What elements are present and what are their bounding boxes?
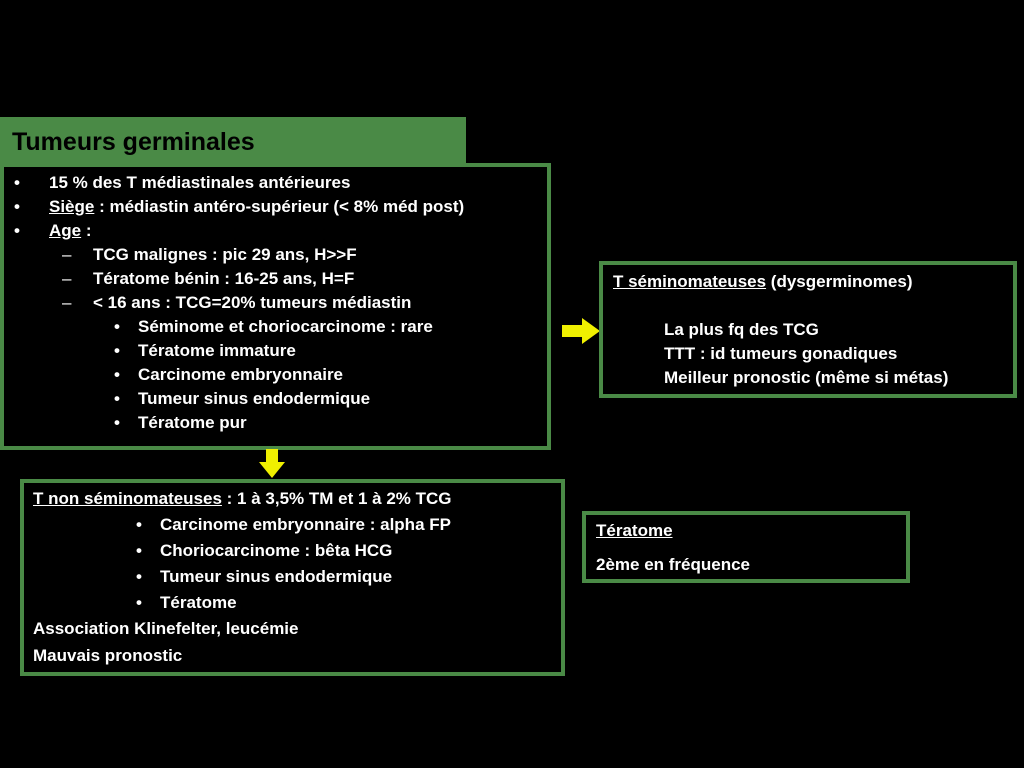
sub-item: TCG malignes : pic 29 ans, H>>F bbox=[93, 245, 357, 264]
bullet-icon: • bbox=[114, 341, 120, 360]
bullet-icon: • bbox=[114, 413, 120, 432]
main-box: • 15 % des T médiastinales antérieures •… bbox=[0, 163, 551, 450]
bullet-icon: • bbox=[136, 541, 142, 560]
subsub-item: Tumeur sinus endodermique bbox=[138, 389, 371, 408]
bullet-icon: • bbox=[114, 365, 120, 384]
seminomateuses-heading: T séminomateuses (dysgerminomes) bbox=[613, 270, 913, 294]
non-seminomateuses-heading: T non séminomateuses : 1 à 3,5% TM et 1 … bbox=[33, 487, 452, 511]
siege-text: : médiastin antéro-supérieur (< 8% méd p… bbox=[94, 197, 465, 216]
arrow-down-icon bbox=[259, 449, 285, 478]
teratome-line: 2ème en fréquence bbox=[596, 555, 751, 574]
seminomateuses-line: La plus fq des TCG bbox=[664, 320, 819, 339]
sub-item: Tératome bénin : 16-25 ans, H=F bbox=[93, 269, 355, 288]
non-seminomateuses-note: : 1 à 3,5% TM et 1 à 2% TCG bbox=[221, 489, 452, 508]
bullet-icon: • bbox=[136, 515, 142, 534]
non-seminomateuses-item: Tumeur sinus endodermique bbox=[160, 567, 393, 586]
dash-icon: – bbox=[62, 293, 72, 312]
subsub-item: Séminome et choriocarcinome : rare bbox=[138, 317, 433, 336]
age-label: Age bbox=[49, 221, 82, 240]
non-seminomateuses-item: Carcinome embryonnaire : alpha FP bbox=[160, 515, 451, 534]
bullet-icon: • bbox=[136, 593, 142, 612]
non-seminomateuses-item: Tératome bbox=[160, 593, 237, 612]
subsub-item: Carcinome embryonnaire bbox=[138, 365, 344, 384]
dash-icon: – bbox=[62, 245, 72, 264]
bullet-icon: • bbox=[14, 173, 20, 192]
seminomateuses-title: T séminomateuses bbox=[613, 272, 767, 291]
bullet-icon: • bbox=[14, 221, 20, 240]
non-seminomateuses-footer: Mauvais pronostic bbox=[33, 646, 183, 665]
teratome-heading: Tératome bbox=[596, 521, 673, 540]
page-title: Tumeurs germinales bbox=[12, 128, 255, 156]
non-seminomateuses-footer: Association Klinefelter, leucémie bbox=[33, 619, 299, 638]
dash-icon: – bbox=[62, 269, 72, 288]
siege-label: Siège bbox=[49, 197, 95, 216]
bullet-icon: • bbox=[14, 197, 20, 216]
main-bullet-1: 15 % des T médiastinales antérieures bbox=[49, 173, 351, 192]
sub-item: < 16 ans : TCG=20% tumeurs médiastin bbox=[93, 293, 412, 312]
seminomateuses-box: T séminomateuses (dysgerminomes) La plus… bbox=[599, 261, 1017, 398]
bullet-icon: • bbox=[136, 567, 142, 586]
arrow-right-icon bbox=[562, 318, 600, 344]
non-seminomateuses-title: T non séminomateuses bbox=[33, 489, 222, 508]
bullet-icon: • bbox=[114, 389, 120, 408]
non-seminomateuses-box: T non séminomateuses : 1 à 3,5% TM et 1 … bbox=[20, 479, 565, 676]
main-bullet-2: Siège : médiastin antéro-supérieur (< 8%… bbox=[49, 195, 464, 219]
non-seminomateuses-item: Choriocarcinome : bêta HCG bbox=[160, 541, 393, 560]
bullet-icon: • bbox=[114, 317, 120, 336]
seminomateuses-note: (dysgerminomes) bbox=[766, 272, 913, 291]
title-bar: Tumeurs germinales bbox=[0, 117, 466, 163]
teratome-box: Tératome 2ème en fréquence bbox=[582, 511, 910, 583]
subsub-item: Tératome immature bbox=[138, 341, 296, 360]
seminomateuses-line: Meilleur pronostic (même si métas) bbox=[664, 368, 949, 387]
subsub-item: Tératome pur bbox=[138, 413, 247, 432]
seminomateuses-line: TTT : id tumeurs gonadiques bbox=[664, 344, 898, 363]
age-text: : bbox=[81, 221, 92, 240]
main-bullet-3: Age : bbox=[49, 219, 92, 243]
